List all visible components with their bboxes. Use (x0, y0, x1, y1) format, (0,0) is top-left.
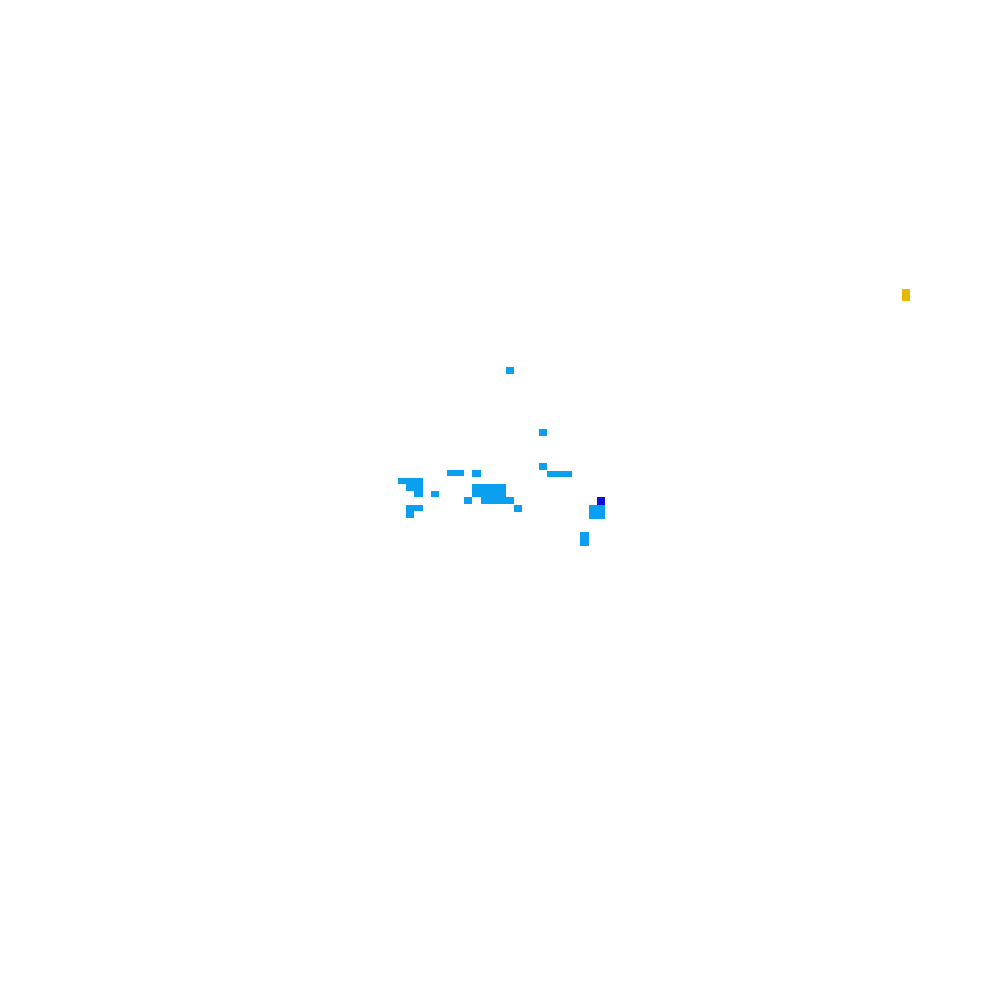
dark-blue-tile (597, 497, 605, 505)
light-blue-tile (547, 471, 572, 477)
map-tiles (398, 289, 910, 546)
light-blue-tile (472, 470, 481, 477)
light-blue-tile (406, 484, 423, 491)
light-blue-tile (464, 497, 472, 504)
light-blue-tile (589, 505, 605, 519)
light-blue-tile (539, 429, 547, 436)
light-blue-tile (481, 497, 514, 504)
light-blue-tile (580, 532, 589, 546)
light-blue-tile (406, 511, 414, 518)
light-blue-tile (406, 505, 423, 511)
light-blue-tile (431, 491, 439, 497)
light-blue-tile (414, 491, 423, 497)
yellow-tile (902, 289, 910, 301)
light-blue-tile (514, 505, 522, 512)
light-blue-tile (447, 470, 464, 476)
light-blue-tile (472, 484, 506, 497)
light-blue-tile (506, 367, 514, 374)
light-blue-tile (398, 478, 423, 484)
light-blue-tile (539, 463, 547, 470)
